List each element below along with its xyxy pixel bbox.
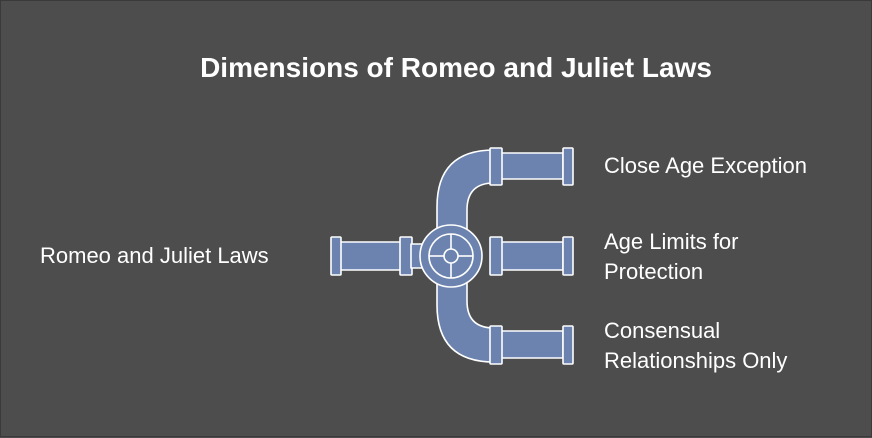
pipe-flange-input-left [330, 236, 342, 276]
diagram-title: Dimensions of Romeo and Juliet Laws [200, 52, 712, 83]
pipe-flange-top-right [562, 147, 574, 186]
pipe-flange-middle-left [489, 236, 503, 276]
branch-label-text: Close Age Exception [604, 153, 808, 178]
pipe-branch-middle [500, 241, 564, 271]
branch-label-consensual: Consensual Relationships Only [604, 316, 787, 376]
branch-label-age-limits: Age Limits for Protection [604, 227, 739, 287]
branch-label-close-age: Close Age Exception [604, 151, 807, 181]
branch-label-text: Consensual Relationships Only [604, 318, 788, 373]
branch-label-text: Age Limits for Protection [604, 229, 739, 284]
pipe-branch-top [500, 152, 564, 180]
pipe-flange-top-left [489, 147, 503, 186]
pipe-branch-bottom [500, 330, 564, 359]
pipe-flange-middle-right [562, 236, 574, 276]
pipe-flange-bottom-right [562, 325, 574, 365]
pipe-flange-bottom-left [489, 325, 503, 365]
valve-wheel-icon [428, 233, 474, 279]
pipe-input [339, 241, 405, 271]
source-label: Romeo and Juliet Laws [40, 243, 269, 268]
